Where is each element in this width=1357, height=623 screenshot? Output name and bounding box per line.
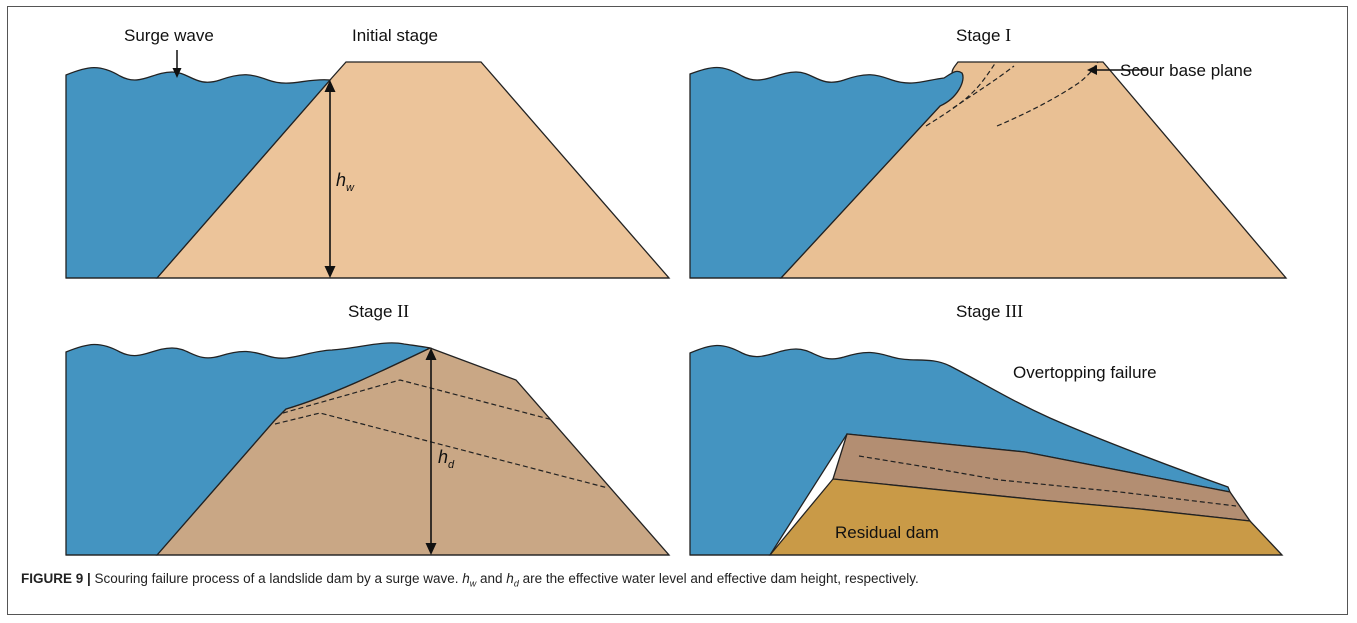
caption-var1: h [462, 571, 470, 586]
caption-var2-sub: d [513, 578, 519, 589]
scour-base-plane-label: Scour base plane [1120, 61, 1252, 80]
caption-text-main: Scouring failure process of a landslide … [90, 571, 463, 586]
scour-arrow-head [1087, 65, 1097, 75]
panel-stage-2: h d Stage II [65, 301, 671, 556]
stage3-title: Stage III [956, 301, 1023, 321]
stage3-water-body [689, 344, 1232, 556]
hd-arrow-head-bottom [425, 543, 437, 555]
hw-arrow-head-bottom [324, 266, 336, 278]
stage2-dash-line-1 [282, 379, 554, 421]
panel-initial-stage: h w Surge wave Initial stage [65, 26, 671, 279]
stage2-water-body [65, 342, 432, 556]
scour-line-1 [925, 61, 997, 127]
residual-dam-label: Residual dam [835, 523, 939, 542]
stage1-title-roman: I [1005, 25, 1011, 45]
caption-label: FIGURE 9 | [21, 571, 91, 586]
stage1-water-body [689, 66, 964, 279]
hd-label-var: h [438, 447, 448, 467]
hw-label-var: h [336, 170, 346, 190]
caption-var2: h [506, 571, 514, 586]
stage3-dash-line [858, 455, 1237, 507]
initial-stage-title: Initial stage [352, 26, 438, 45]
hw-label-sub: w [346, 182, 355, 194]
stage2-title-prefix: Stage [348, 302, 397, 321]
overtopping-failure-label: Overtopping failure [1013, 363, 1157, 382]
stage1-title: Stage I [956, 25, 1011, 45]
panel-stage-3: Overtopping failure Residual dam Stage I… [689, 301, 1284, 556]
panel-stage-1: Scour base plane Stage I [689, 25, 1288, 279]
stage2-title-roman: II [397, 301, 409, 321]
stage2-title: Stage II [348, 301, 409, 321]
caption-var1-sub: w [469, 578, 477, 589]
hd-arrow-head-top [425, 348, 437, 360]
stage3-title-prefix: Stage [956, 302, 1005, 321]
initial-water-body [65, 66, 332, 279]
figure-frame [7, 6, 1348, 615]
stage2-dash-line-2 [274, 412, 609, 489]
surge-wave-arrow-head [172, 68, 182, 78]
stage3-title-roman: III [1005, 301, 1023, 321]
scour-line-2 [952, 65, 1015, 109]
figure-caption: FIGURE 9 | Scouring failure process of a… [21, 570, 1341, 593]
caption-text-end: are the effective water level and effect… [518, 571, 919, 586]
hd-label-sub: d [448, 459, 455, 471]
stage1-title-prefix: Stage [956, 26, 1005, 45]
caption-mid: and [476, 571, 507, 586]
hw-arrow-head-top [324, 80, 336, 92]
surge-wave-label: Surge wave [124, 26, 214, 45]
